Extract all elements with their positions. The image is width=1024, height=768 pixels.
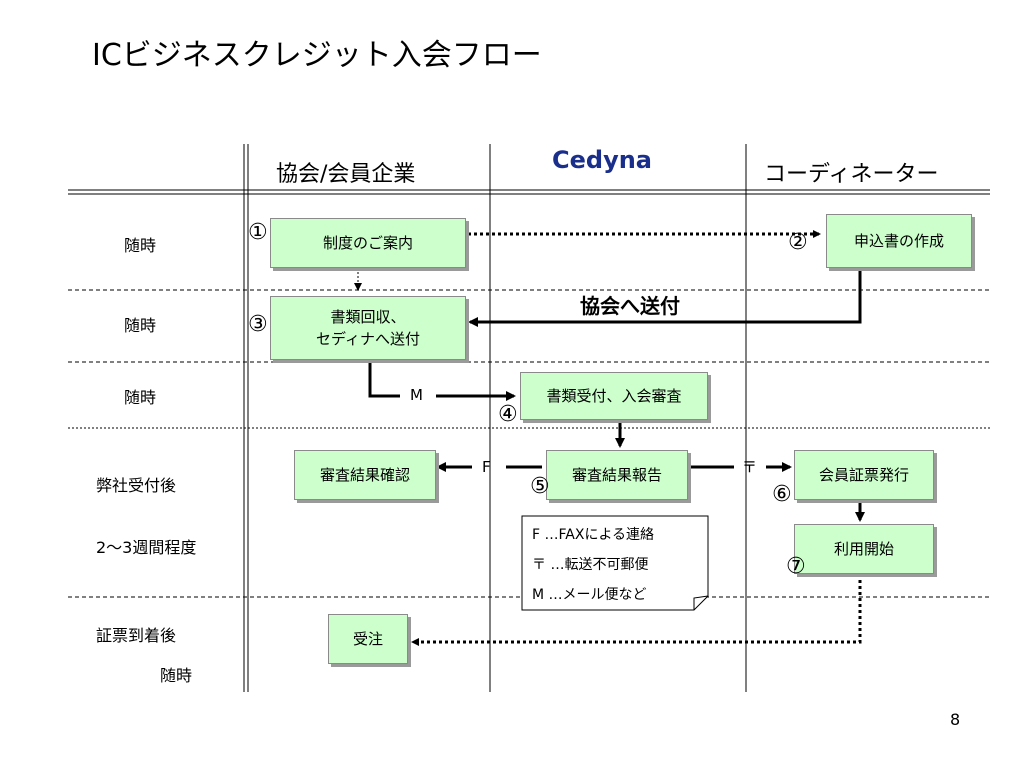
step-number-2: ② [788, 230, 808, 255]
step-number-4: ④ [498, 402, 518, 427]
step-number-1: ① [248, 220, 268, 245]
cedyna-logo-text: Cedyna [552, 146, 652, 174]
step-number-3: ③ [248, 312, 268, 337]
column-header-association: 協会/会員企業 [276, 162, 416, 187]
row-label-anytime-2: 随時 [124, 316, 157, 335]
step-number-7: ⑦ [786, 554, 806, 579]
row-label-anytime-1: 随時 [124, 236, 157, 255]
box-receive-order: 受注 [328, 614, 408, 664]
box-collect-documents-line1: 書類回収、 [330, 308, 406, 326]
box-confirm-review-result: 審査結果確認 [294, 450, 436, 500]
arrow-label-m: M [410, 386, 423, 404]
page-number: 8 [950, 710, 961, 729]
column-header-coordinator: コーディネーター [764, 162, 939, 187]
row-label-anytime-3: 随時 [124, 388, 157, 407]
legend-item-fax: F …FAXによる連絡 [532, 527, 655, 543]
row-label-after-receipt: 弊社受付後 [96, 476, 177, 495]
box-collect-documents: 書類回収、 セディナへ送付 [270, 296, 466, 360]
cedyna-logo: Cedyna [552, 146, 682, 180]
step-number-5: ⑤ [530, 474, 550, 499]
step-number-6: ⑥ [772, 482, 792, 507]
box-system-guide: 制度のご案内 [270, 218, 466, 268]
arrow-label-postal: 〒 [742, 458, 758, 476]
box-issue-member-card: 会員証票発行 [794, 450, 934, 500]
row-label-weeks: 2〜3週間程度 [96, 538, 197, 557]
box-create-application: 申込書の作成 [826, 214, 972, 268]
box-document-review: 書類受付、入会審査 [520, 372, 708, 420]
page-title: ICビジネスクレジット入会フロー [92, 38, 542, 73]
arrow-label-send-to-association: 協会へ送付 [580, 294, 680, 318]
box-start-use: 利用開始 [794, 524, 934, 574]
box-report-review-result: 審査結果報告 [546, 450, 688, 500]
legend-item-mail: M …メール便など [532, 587, 647, 603]
legend-item-postal: 〒 …転送不可郵便 [532, 557, 649, 573]
row-label-anytime-4: 随時 [160, 666, 193, 685]
box-collect-documents-line2: セディナへ送付 [316, 330, 420, 348]
arrow-label-f: F [482, 458, 491, 476]
row-label-after-arrival: 証票到着後 [96, 626, 177, 645]
